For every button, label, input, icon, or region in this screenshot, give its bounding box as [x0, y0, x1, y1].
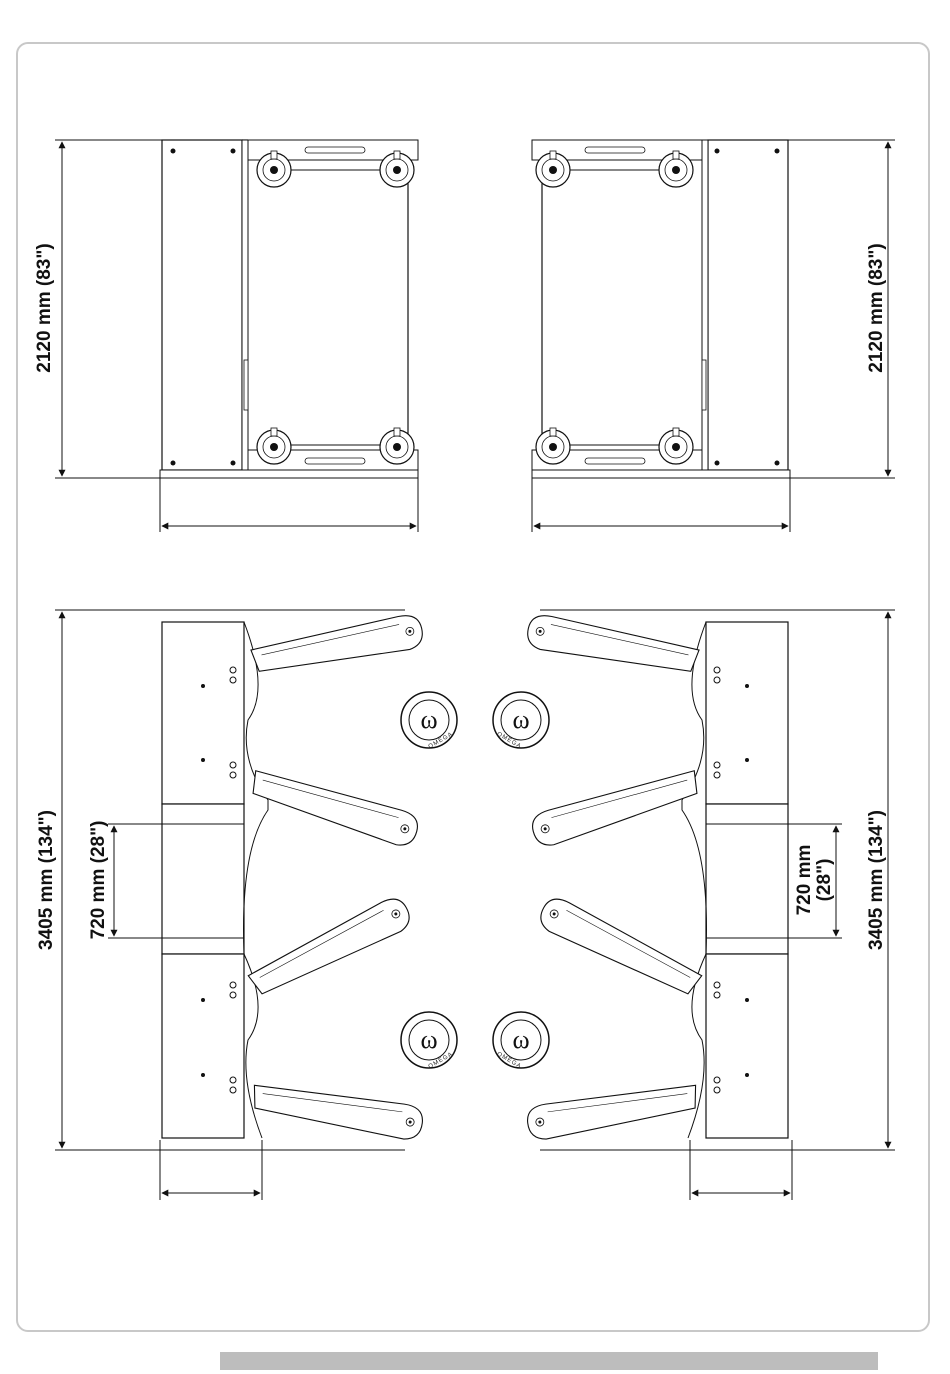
- omega-logo: ω OMEGA: [401, 1012, 457, 1070]
- omega-logo: ω OMEGA: [493, 692, 549, 750]
- spacing-label-left: 720 mm (28"): [88, 821, 109, 940]
- svg-text:ω: ω: [420, 705, 437, 734]
- front-view-right: [532, 140, 790, 478]
- spacing-label-right-line2: (28"): [814, 859, 835, 902]
- footer-bar: [220, 1352, 878, 1370]
- svg-text:ω: ω: [512, 1025, 529, 1054]
- height-label-right: 2120 mm (83"): [866, 243, 887, 372]
- omega-logo: ω OMEGA: [493, 1012, 549, 1070]
- omega-logo: ω OMEGA: [401, 692, 457, 750]
- length-label-right: 3405 mm (134"): [866, 810, 887, 950]
- svg-text:ω: ω: [512, 705, 529, 734]
- top-view-right: [524, 614, 788, 1148]
- top-view-left: [162, 614, 426, 1148]
- svg-text:ω: ω: [420, 1025, 437, 1054]
- front-view-left: [160, 140, 418, 478]
- spacing-label-right-line1: 720 mm: [794, 845, 815, 916]
- length-label-left: 3405 mm (134"): [36, 810, 57, 950]
- height-label-left: 2120 mm (83"): [34, 243, 55, 372]
